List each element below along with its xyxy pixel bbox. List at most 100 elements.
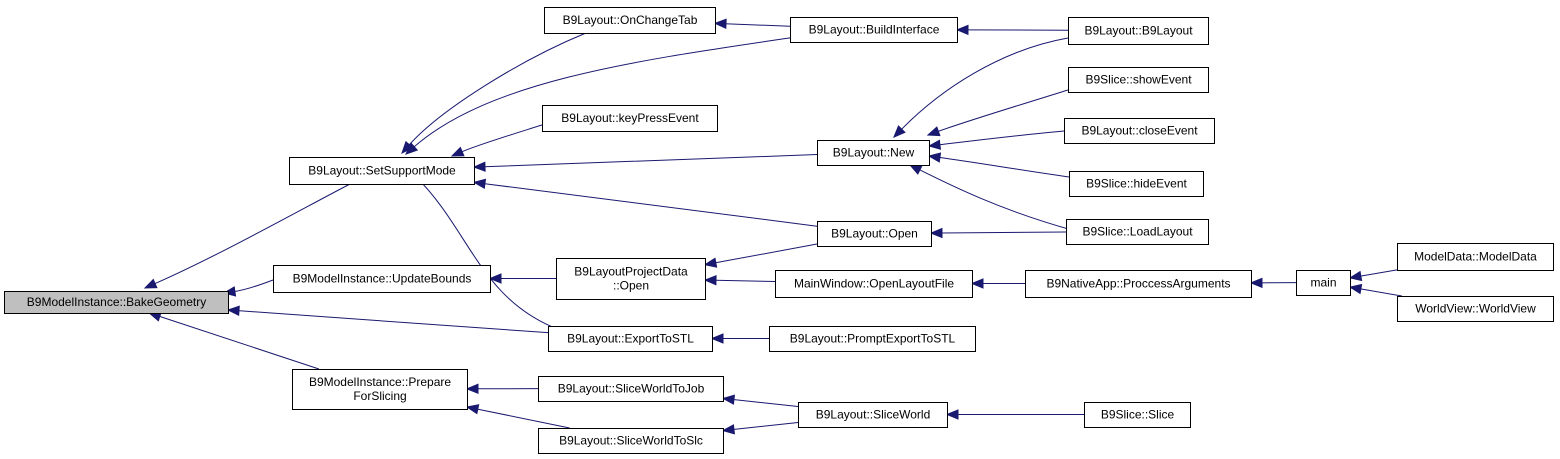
node-box[interactable]	[798, 402, 948, 428]
node-slicejob[interactable]: B9Layout::SliceWorldToJob	[538, 376, 724, 402]
node-box[interactable]	[544, 7, 716, 34]
node-bake[interactable]: B9ModelInstance::BakeGeometry	[4, 291, 229, 314]
node-promptexport[interactable]: B9Layout::PromptExportToSTL	[769, 326, 976, 352]
node-label: B9ModelInstance::BakeGeometry	[27, 295, 206, 309]
edge-line	[732, 399, 799, 407]
edge-line	[1359, 269, 1398, 277]
edge-line	[938, 156, 1070, 178]
node-box[interactable]	[1064, 118, 1215, 144]
edge-exportstl-to-setsupport	[408, 169, 561, 331]
node-box[interactable]	[1069, 171, 1204, 197]
edge-worldview-to-main	[1348, 283, 1403, 297]
node-box[interactable]	[817, 221, 932, 247]
node-box[interactable]	[1084, 402, 1191, 428]
edge-line	[714, 243, 818, 264]
node-label: B9Layout::New	[833, 146, 915, 160]
edge-ctor_layout-to-buildinterface	[955, 24, 1069, 36]
edge-arrowhead	[703, 257, 718, 268]
node-label: B9Layout::keyPressEvent	[561, 111, 699, 125]
node-label: B9NativeApp::ProccessArguments	[1046, 277, 1230, 291]
edge-line	[1359, 288, 1403, 297]
node-box[interactable]	[775, 270, 973, 298]
edge-main-to-procargs	[1249, 277, 1297, 289]
node-hideevent[interactable]: B9Slice::hideEvent	[1069, 171, 1204, 197]
edge-arrowhead	[926, 126, 941, 137]
node-new[interactable]: B9Layout::New	[817, 140, 930, 166]
node-ctor_layout[interactable]: B9Layout::B9Layout	[1068, 17, 1209, 45]
edge-arrowhead	[927, 152, 942, 163]
edge-promptexport-to-exportstl	[710, 333, 769, 344]
node-setsupport[interactable]: B9Layout::SetSupportMode	[289, 157, 475, 185]
node-main[interactable]: main	[1296, 270, 1351, 296]
node-box[interactable]	[1296, 270, 1351, 296]
node-label: main	[1310, 276, 1336, 290]
node-sliceslc[interactable]: B9Layout::SliceWorldToSlc	[538, 428, 724, 454]
node-openlayoutfile[interactable]: MainWindow::OpenLayoutFile	[775, 270, 973, 298]
edge-arrowhead	[908, 164, 923, 175]
node-buildinterface[interactable]: B9Layout::BuildInterface	[790, 17, 958, 43]
node-label: B9Layout::PromptExportToSTL	[790, 332, 956, 346]
node-box[interactable]	[4, 291, 229, 314]
edge-arrowhead	[488, 273, 502, 284]
node-label: B9Layout::Open	[831, 227, 918, 241]
node-label: B9Layout::B9Layout	[1084, 24, 1193, 38]
node-box[interactable]	[1066, 219, 1209, 245]
node-label: B9LayoutProjectData	[574, 265, 688, 279]
edge-line	[415, 176, 561, 331]
node-box[interactable]	[1025, 270, 1252, 298]
node-modeldata[interactable]: ModelData::ModelData	[1397, 243, 1554, 271]
node-box[interactable]	[538, 428, 724, 454]
edge-arrowhead	[472, 178, 487, 189]
edge-arrowhead	[1249, 277, 1263, 289]
node-box[interactable]	[817, 140, 930, 166]
node-sliceworld[interactable]: B9Layout::SliceWorld	[798, 402, 948, 428]
node-closeevent[interactable]: B9Layout::closeEvent	[1064, 118, 1215, 144]
node-open[interactable]: B9Layout::Open	[817, 221, 932, 247]
edge-arrowhead	[721, 424, 735, 435]
edge-line	[483, 154, 818, 168]
edge-arrowhead	[893, 125, 906, 138]
node-label: B9Layout::closeEvent	[1081, 124, 1198, 138]
edge-loadlayout-to-open	[929, 227, 1067, 239]
node-box[interactable]	[1068, 17, 1209, 45]
edge-line	[233, 279, 274, 293]
node-label: B9Layout::SliceWorldToJob	[558, 382, 705, 396]
edge-line	[900, 37, 1069, 131]
node-box[interactable]	[769, 326, 976, 352]
edge-arrowhead	[465, 404, 480, 415]
node-worldview[interactable]: WorldView::WorldView	[1397, 296, 1554, 322]
edge-updatebounds-to-bake	[222, 279, 274, 297]
node-box[interactable]	[292, 369, 468, 410]
node-keypress[interactable]: B9Layout::keyPressEvent	[542, 105, 718, 132]
edge-arrowhead	[713, 18, 727, 30]
node-box[interactable]	[790, 17, 958, 43]
node-box[interactable]	[1397, 296, 1554, 322]
edge-buildinterface-to-onchangetab	[713, 18, 791, 30]
node-box[interactable]	[538, 376, 724, 402]
edge-layer	[143, 18, 1403, 435]
node-box[interactable]	[548, 326, 713, 352]
node-onchangetab[interactable]: B9Layout::OnChangeTab	[544, 7, 716, 34]
edge-modeldata-to-main	[1348, 269, 1398, 282]
edge-line	[153, 183, 351, 285]
node-updatebounds[interactable]: B9ModelInstance::UpdateBounds	[273, 265, 491, 293]
node-projopen[interactable]: B9LayoutProjectData::Open	[556, 258, 706, 300]
node-loadlayout[interactable]: B9Slice::LoadLayout	[1066, 219, 1209, 245]
node-box[interactable]	[1397, 243, 1554, 271]
node-procargs[interactable]: B9NativeApp::ProccessArguments	[1025, 270, 1252, 298]
node-label: ::Open	[613, 279, 649, 293]
edge-arrowhead	[1348, 270, 1363, 282]
node-box[interactable]	[542, 105, 718, 132]
node-showevent[interactable]: B9Slice::showEvent	[1068, 67, 1209, 93]
node-exportstl[interactable]: B9Layout::ExportToSTL	[548, 326, 713, 352]
node-slice[interactable]: B9Slice::Slice	[1084, 402, 1191, 428]
node-label: MainWindow::OpenLayoutFile	[794, 277, 954, 291]
node-box[interactable]	[1068, 67, 1209, 93]
edge-line	[158, 315, 320, 370]
node-box[interactable]	[556, 258, 706, 300]
node-box[interactable]	[289, 157, 475, 185]
node-box[interactable]	[273, 265, 491, 293]
edge-arrowhead	[450, 146, 465, 157]
